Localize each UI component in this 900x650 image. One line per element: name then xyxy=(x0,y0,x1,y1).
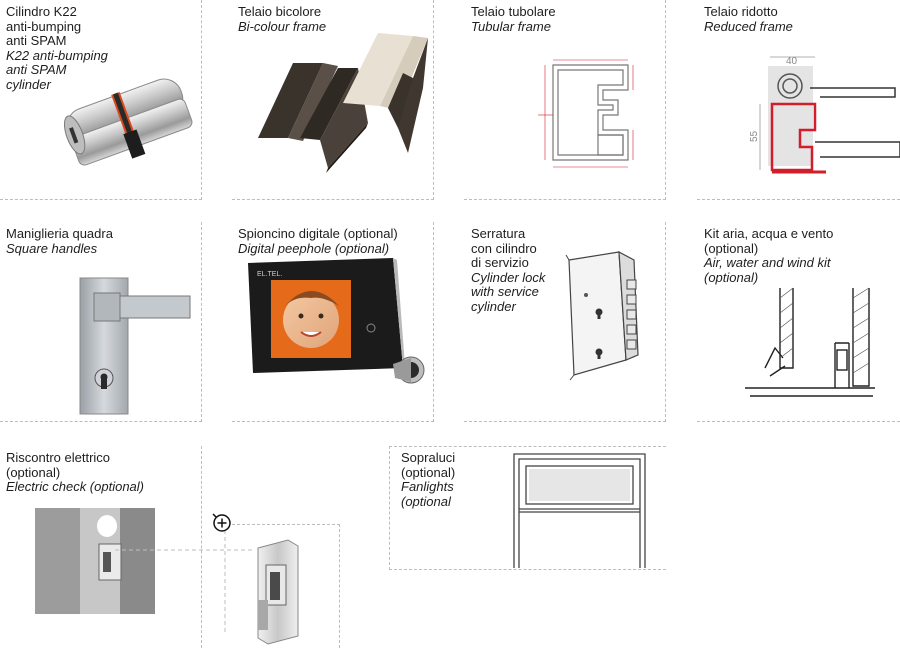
peephole-brand-label: EL.TEL. xyxy=(257,271,282,278)
reduced-frame-drawing: 40 55 xyxy=(740,52,900,177)
feature-cell-cylinder-lock xyxy=(464,222,666,422)
feature-cell-square-handles xyxy=(0,222,202,422)
feature-cell-bicolour-frame xyxy=(232,0,434,200)
caption-digital-peephole: Spioncino digitale (optional)Digital pee… xyxy=(238,226,398,256)
feature-cell-digital-peephole xyxy=(232,222,434,422)
tubular-frame-drawing xyxy=(533,55,643,175)
caption-air-water-wind-kit: Kit aria, acqua e vento(optional) Air, w… xyxy=(704,226,834,285)
fanlight-drawing xyxy=(512,452,647,570)
cylinder-lock-box-image xyxy=(564,250,644,381)
bicolour-frame-image xyxy=(238,28,430,178)
zoom-in-icon[interactable] xyxy=(212,513,232,533)
reduced-frame-width-label: 40 xyxy=(786,56,798,67)
digital-peephole-image: EL.TEL. xyxy=(243,258,433,388)
square-handle-image xyxy=(79,277,192,416)
reduced-frame-height-label: 55 xyxy=(749,130,760,142)
air-water-wind-kit-drawing xyxy=(745,287,895,398)
feature-cell-cylinder xyxy=(0,0,202,200)
feature-cell-air-water-wind-kit xyxy=(697,222,900,422)
feature-cell-tubular-frame xyxy=(464,0,666,200)
feature-cell-reduced-frame xyxy=(697,0,900,200)
feature-cell-electric-check xyxy=(0,446,202,648)
feature-cell-fanlights xyxy=(389,446,666,570)
electric-check-installed-image xyxy=(35,508,155,614)
electric-check-detail-cell xyxy=(232,524,340,648)
caption-fanlights: Sopraluci(optional) Fanlights(optional xyxy=(401,450,456,509)
cylinder-lock-image xyxy=(62,58,193,183)
caption-electric-check: Riscontro elettrico(optional) Electric c… xyxy=(6,450,144,494)
electric-check-detail-image xyxy=(250,539,310,645)
